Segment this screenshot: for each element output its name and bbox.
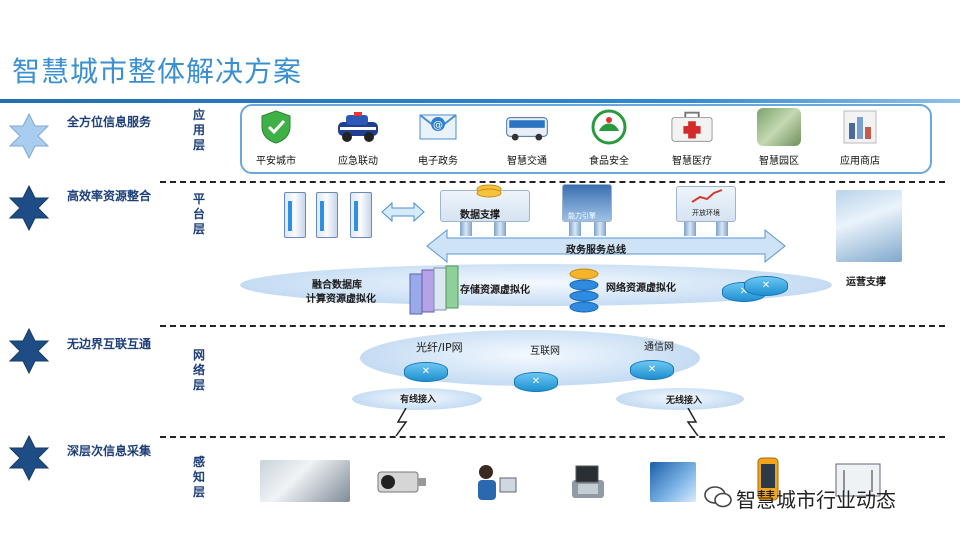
pillar xyxy=(684,222,696,236)
wireless-access-label: 无线接入 xyxy=(666,396,703,406)
wired-access-cloud xyxy=(352,388,482,410)
pillar xyxy=(460,222,472,236)
app-label: 智慧园区 xyxy=(759,156,799,167)
storage-virtualization-label: 存储资源虚拟化 xyxy=(460,285,530,296)
router-icon: ✕ xyxy=(744,276,788,296)
robot-arm-image xyxy=(260,460,350,502)
app-label: 应急联动 xyxy=(338,156,378,167)
wired-access-label: 有线接入 xyxy=(400,395,437,405)
lightning-icon xyxy=(395,408,408,436)
service-bus-label: 政务服务总线 xyxy=(566,245,626,256)
app-label: 智慧交通 xyxy=(507,156,547,167)
layer-divider xyxy=(160,325,945,327)
app-label: 平安城市 xyxy=(256,156,296,167)
app-store-icon xyxy=(838,108,882,146)
fiber-ip-network-label: 光纤/IP网 xyxy=(416,341,463,354)
watermark-text: 智慧城市行业动态 xyxy=(736,488,896,512)
star-icon xyxy=(8,327,50,375)
layer-name-network: 网络层 xyxy=(192,348,205,392)
app-label: 应用商店 xyxy=(840,156,880,167)
wireless-access-cloud xyxy=(616,388,744,410)
app-smart-park[interactable]: 智慧园区 xyxy=(739,108,819,167)
layer-name-application: 应用层 xyxy=(192,108,205,152)
app-emergency-response[interactable]: 应急联动 xyxy=(318,108,398,167)
police-car-icon xyxy=(336,108,380,146)
ops-support-label: 运营支撑 xyxy=(846,277,886,288)
double-arrow-icon xyxy=(381,201,425,223)
first-aid-kit-icon xyxy=(670,108,714,146)
star-icon xyxy=(8,434,50,482)
open-environment-panel xyxy=(676,186,736,222)
app-smart-transport[interactable]: 智慧交通 xyxy=(487,108,567,167)
growth-chart-icon xyxy=(691,189,723,203)
layer-label-application: 全方位信息服务 xyxy=(66,115,151,129)
government-service-bus-arrow xyxy=(426,228,786,264)
operator-icon xyxy=(478,465,517,500)
touch-screen-image xyxy=(650,462,696,502)
park-aerial-icon xyxy=(757,108,801,146)
pillar xyxy=(494,222,506,236)
capability-engine-label: 能力引擎 xyxy=(568,212,596,220)
food-safety-badge-icon xyxy=(587,108,631,146)
bus-icon xyxy=(505,108,549,146)
app-food-safety[interactable]: 食品安全 xyxy=(569,108,649,167)
title-divider xyxy=(0,99,960,103)
layer-divider xyxy=(160,436,945,438)
compute-virtualization-label: 计算资源虚拟化 xyxy=(306,294,376,305)
internet-label: 互联网 xyxy=(530,346,560,357)
server-icon xyxy=(350,192,372,238)
layer-name-perception: 感知层 xyxy=(192,455,205,499)
app-label: 智慧医疗 xyxy=(672,156,712,167)
app-safe-city[interactable]: 平安城市 xyxy=(236,108,316,167)
shield-icon xyxy=(254,108,298,146)
capability-engine-panel xyxy=(562,184,612,222)
star-icon xyxy=(8,112,50,160)
telecom-network-label: 通信网 xyxy=(644,342,674,353)
database-stack-icon xyxy=(569,268,599,313)
pillar xyxy=(569,222,581,236)
mobile-phone-icon xyxy=(757,457,779,501)
svg-text:@: @ xyxy=(433,120,443,131)
layer-label-network: 无边界互联互通 xyxy=(66,337,151,351)
fusion-db-label: 融合数据库 xyxy=(312,280,362,291)
open-environment-label: 开放环境 xyxy=(692,209,720,217)
server-icon xyxy=(316,192,338,238)
desk-phone-icon xyxy=(572,465,604,498)
wechat-icon xyxy=(704,486,732,508)
app-smart-healthcare[interactable]: 智慧医疗 xyxy=(652,108,732,167)
layer-label-platform: 高效率资源整合 xyxy=(66,189,151,203)
coin-stack-icon xyxy=(476,184,502,198)
router-icon: ✕ xyxy=(630,360,674,380)
star-icon xyxy=(8,184,50,232)
ops-support-image xyxy=(836,190,902,262)
server-icon xyxy=(284,192,306,238)
pillar xyxy=(716,222,728,236)
storage-array-icon xyxy=(409,265,459,315)
app-app-store[interactable]: 应用商店 xyxy=(820,108,900,167)
app-e-government[interactable]: @ 电子政务 xyxy=(398,108,478,167)
layer-label-perception: 深层次信息采集 xyxy=(66,444,151,458)
data-support-label: 数据支撑 xyxy=(460,210,500,221)
router-icon: ✕ xyxy=(404,362,448,382)
page-title: 智慧城市整体解决方案 xyxy=(12,55,303,88)
sensor-terminal-icon xyxy=(835,463,881,497)
router-icon: ✕ xyxy=(514,372,558,392)
network-virtualization-label: 网络资源虚拟化 xyxy=(606,283,676,294)
surveillance-camera-icon xyxy=(377,471,426,493)
app-label: 电子政务 xyxy=(418,156,458,167)
email-icon: @ xyxy=(416,108,460,146)
layer-name-platform: 平台层 xyxy=(192,192,205,236)
lightning-icon xyxy=(686,408,699,436)
app-label: 食品安全 xyxy=(589,156,629,167)
layer-divider xyxy=(160,181,945,183)
pillar xyxy=(594,222,606,236)
